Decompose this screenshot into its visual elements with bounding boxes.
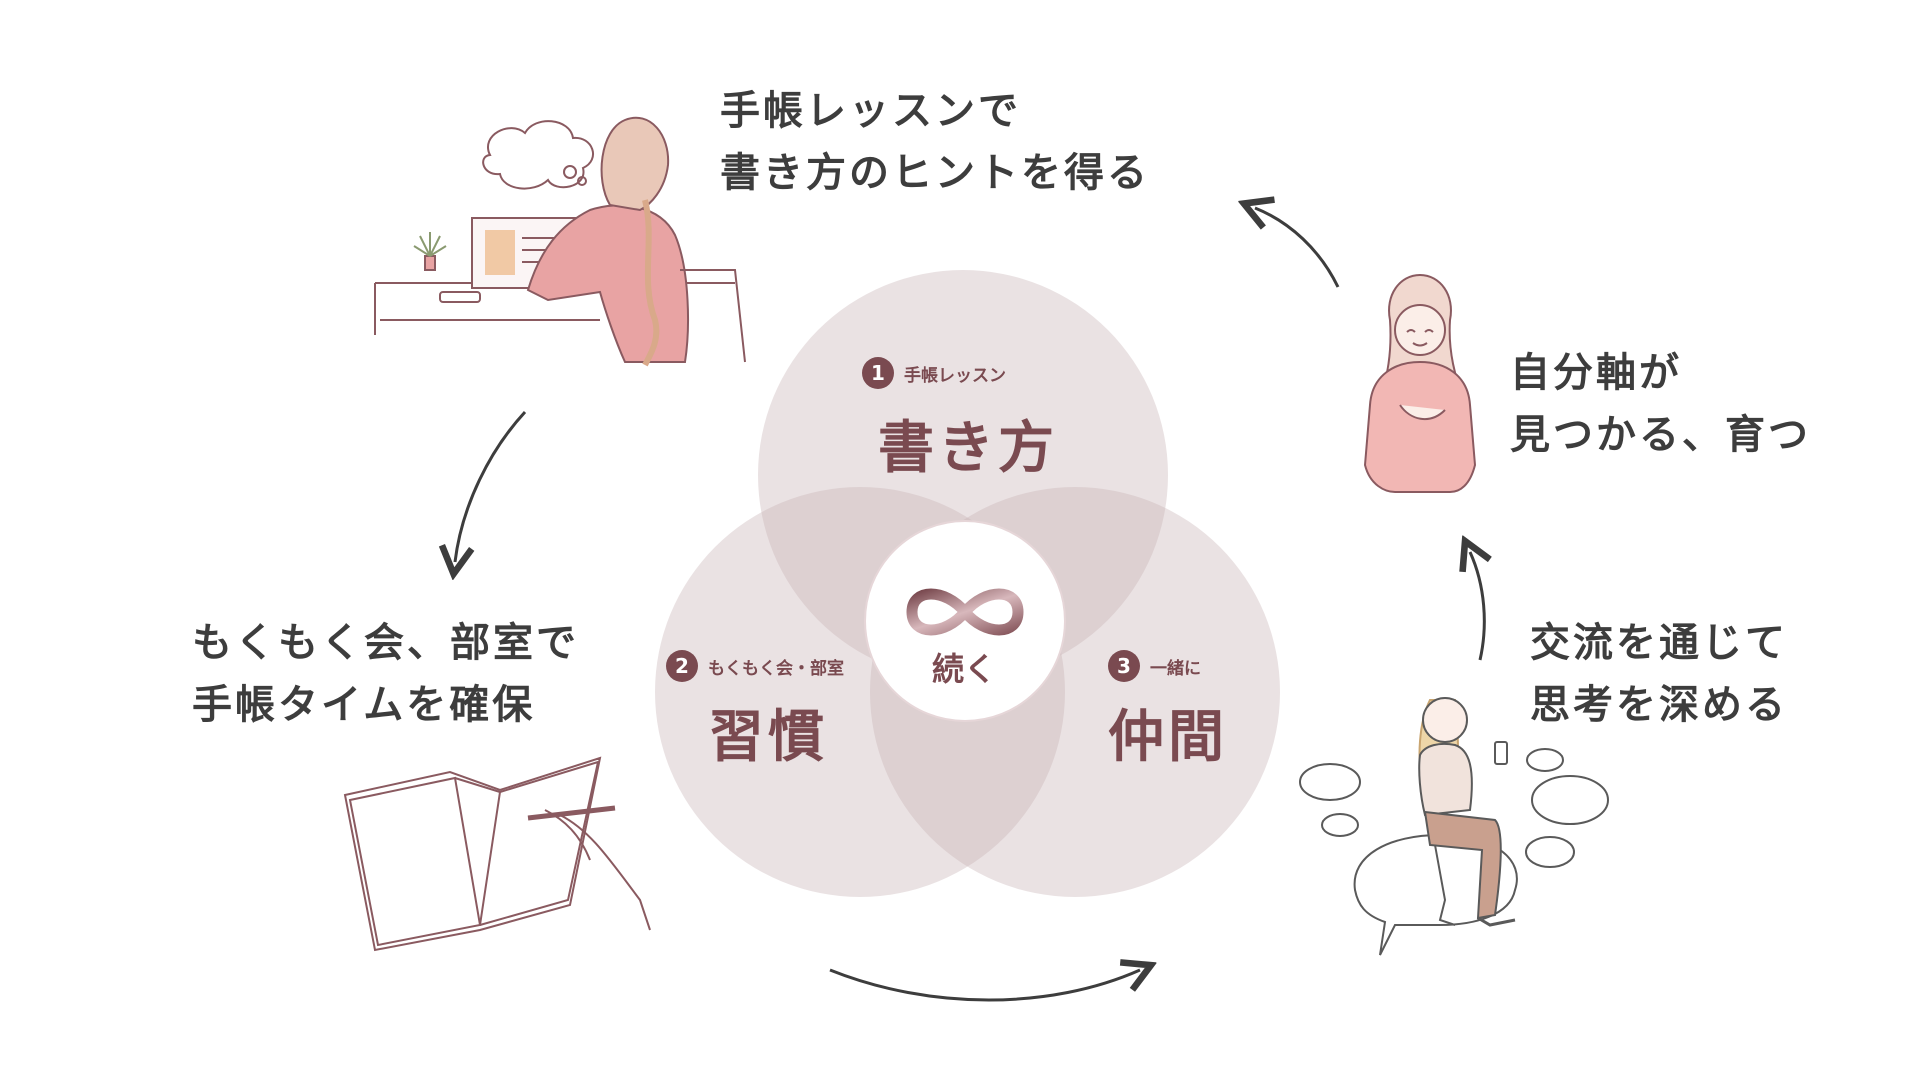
circle-1-subtitle: 手帳レッスン <box>904 365 1006 386</box>
woman-with-phone-illustration <box>1299 697 1609 956</box>
arrow-topleft-down <box>455 410 527 562</box>
circle-2-number: 2 <box>666 650 698 682</box>
circle-3-header: 3 一緒に <box>1108 650 1201 682</box>
circle-3-subtitle: 一緒に <box>1150 658 1201 679</box>
circle-3-title: 仲間 <box>1108 705 1228 770</box>
caption-left: もくもく会、部室で 手帳タイムを確保 <box>192 612 579 736</box>
speech-bubble-icon <box>1353 833 1518 956</box>
caption-top-line-1: 手帳レッスンで <box>720 88 1021 134</box>
caption-top-line-2: 書き方のヒントを得る <box>720 150 1150 196</box>
venn-circle-1 <box>758 270 1168 680</box>
arrow-bottom-right <box>829 970 1140 1002</box>
circle-1-title: 書き方 <box>878 416 1058 481</box>
speech-bubble-icon <box>1531 775 1609 825</box>
center-circle <box>864 520 1066 722</box>
caption-bottom-right-line-1: 交流を通じて <box>1530 620 1788 666</box>
notebook-and-pen-illustration <box>343 756 651 952</box>
caption-bottom-right: 交流を通じて 思考を深める <box>1530 612 1788 736</box>
caption-top: 手帳レッスンで 書き方のヒントを得る <box>720 80 1150 204</box>
center-label: 続く <box>932 650 997 688</box>
caption-right-line-1: 自分軸が <box>1510 350 1682 396</box>
circle-1-number: 1 <box>862 357 894 389</box>
circle-2-subtitle: もくもく会・部室 <box>708 658 844 679</box>
caption-left-line-2: 手帳タイムを確保 <box>192 682 536 728</box>
circle-3-number: 3 <box>1108 650 1140 682</box>
speech-bubble-icon <box>1525 836 1575 868</box>
speech-bubble-icon <box>1321 813 1359 837</box>
circle-2-title: 習慣 <box>708 705 828 770</box>
speech-bubble-icon <box>1299 763 1361 801</box>
venn-diagram <box>655 270 1280 897</box>
arrow-bottomright-up <box>1470 552 1484 661</box>
thought-cloud-icon <box>482 120 594 190</box>
caption-right-line-2: 見つかる、育つ <box>1510 412 1811 458</box>
caption-right: 自分軸が 見つかる、育つ <box>1510 342 1811 466</box>
infinity-icon <box>906 588 1024 636</box>
arrow-right-to-top <box>1255 208 1340 288</box>
circle-2-header: 2 もくもく会・部室 <box>666 650 844 682</box>
speech-bubble-icon <box>1526 748 1564 772</box>
woman-hand-on-heart-illustration <box>1363 273 1477 493</box>
caption-left-line-1: もくもく会、部室で <box>192 620 579 666</box>
woman-at-laptop-illustration <box>374 116 746 367</box>
caption-bottom-right-line-2: 思考を深める <box>1530 682 1788 728</box>
circle-1-header: 1 手帳レッスン <box>862 357 1006 389</box>
